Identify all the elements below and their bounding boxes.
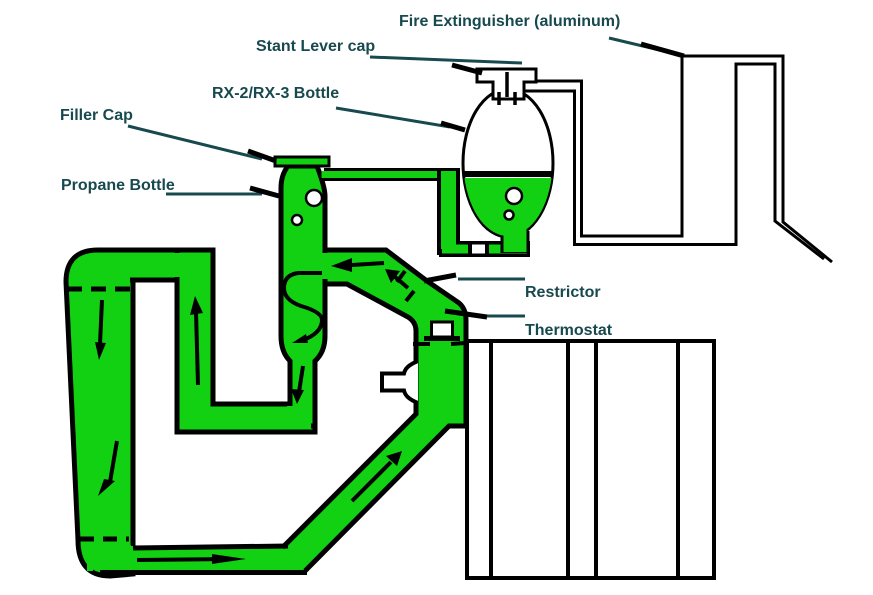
svg-text:Thermostat: Thermostat (525, 322, 613, 339)
svg-text:Restrictor: Restrictor (525, 284, 601, 301)
svg-text:Stant Lever cap: Stant Lever cap (256, 38, 375, 55)
svg-text:RX-2/RX-3 Bottle: RX-2/RX-3 Bottle (212, 85, 339, 102)
svg-text:Fire Extinguisher (aluminum): Fire Extinguisher (aluminum) (399, 13, 620, 30)
svg-text:Filler Cap: Filler Cap (60, 107, 133, 124)
svg-text:Propane Bottle: Propane Bottle (61, 177, 175, 194)
